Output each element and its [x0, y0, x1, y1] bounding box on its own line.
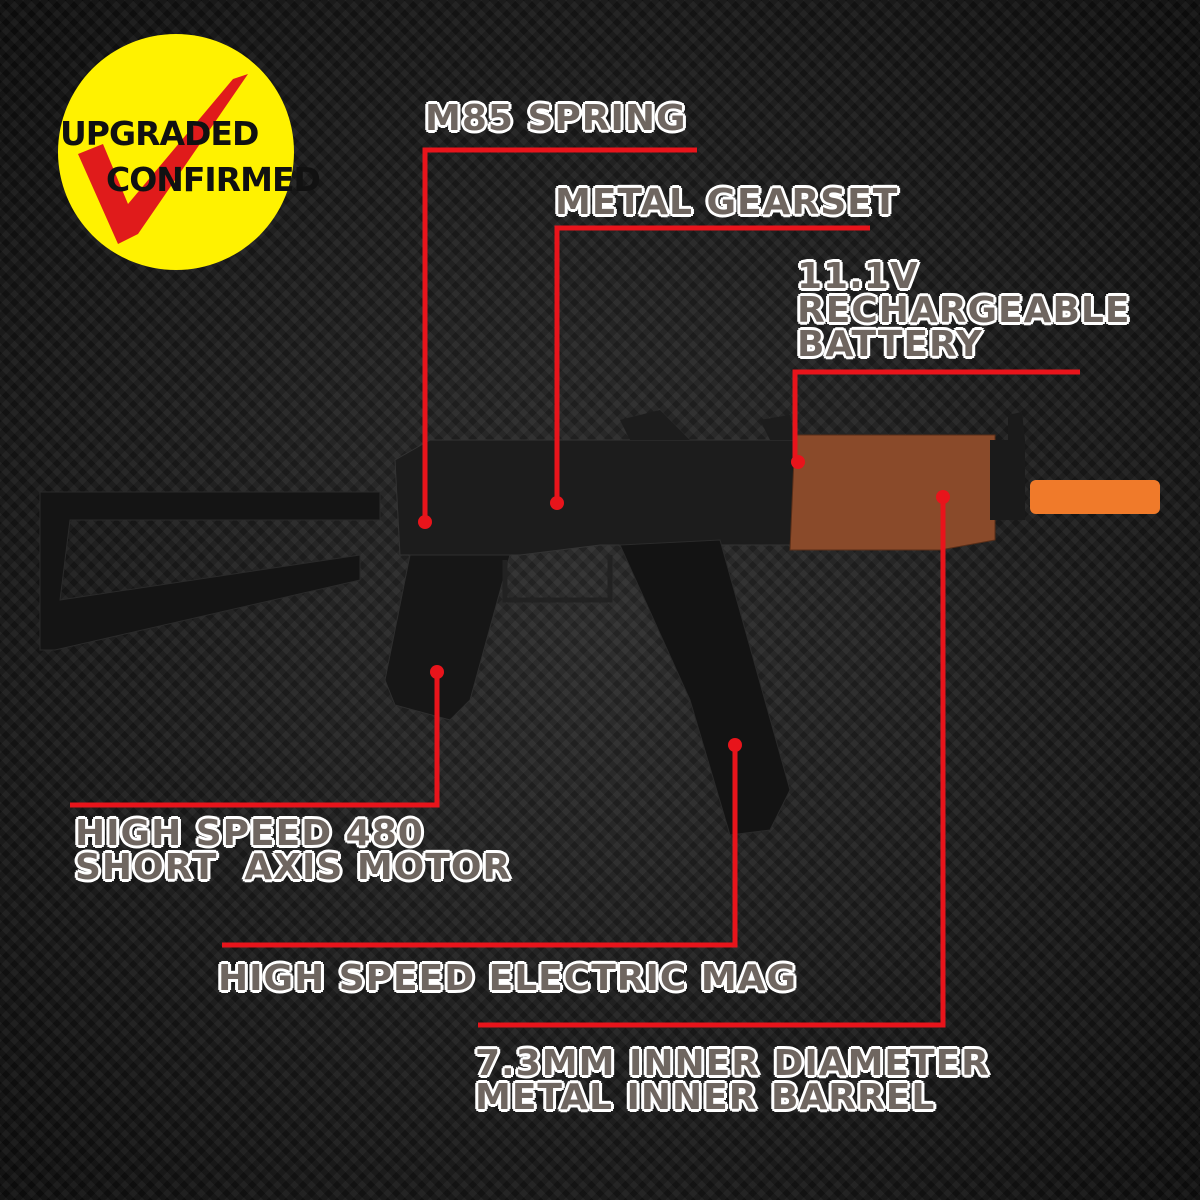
callout-line-spring — [422, 147, 697, 522]
callout-dots — [418, 455, 950, 752]
badge-line1: UPGRADED — [60, 114, 259, 153]
callout-line-barrel — [478, 497, 946, 1028]
badge-line2: CONFIRMED — [106, 160, 321, 199]
callout-line-mag — [222, 745, 738, 948]
label-mag: HIGH SPEED ELECTRIC MAG — [218, 958, 798, 999]
upgraded-confirmed-badge: UPGRADED CONFIRMED — [58, 34, 321, 270]
callout-line-gearset — [554, 225, 870, 503]
callout-lines — [70, 147, 1080, 1028]
label-gearset: METAL GEARSET — [555, 182, 899, 223]
rifle-image — [39, 410, 1160, 836]
callout-line-battery — [792, 369, 1080, 462]
label-spring: M85 SPRING — [425, 98, 687, 139]
callout-line-motor — [70, 672, 440, 808]
red-checkmark-icon — [78, 74, 248, 244]
